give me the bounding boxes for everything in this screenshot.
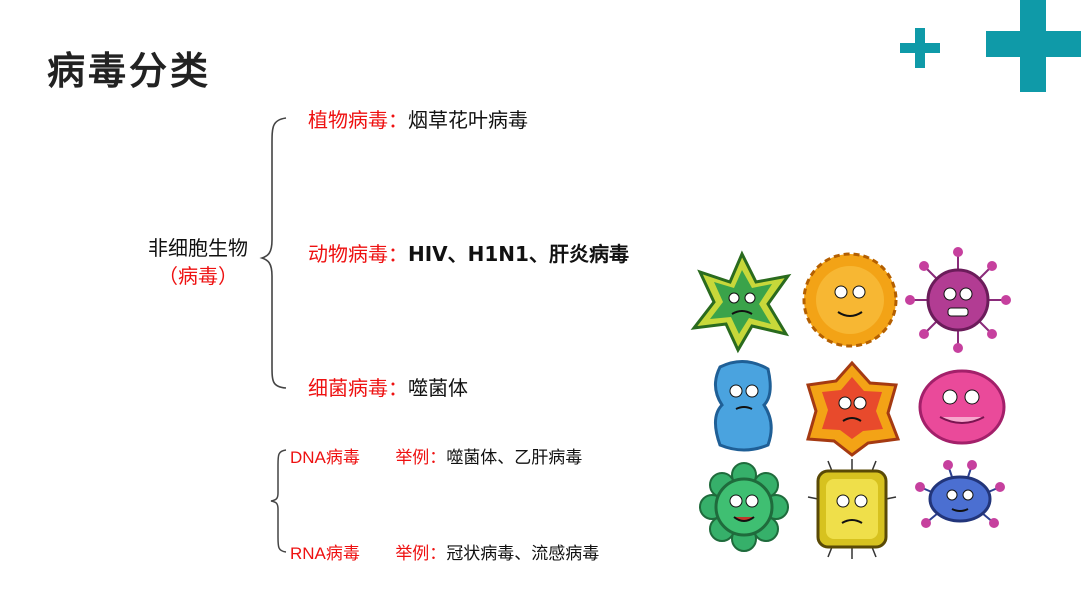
virus-illustrations	[690, 247, 1011, 559]
host-item-bacteria: 细菌病毒：噬菌体	[308, 372, 468, 401]
nucleic-item-rna: RNA病毒 举例：冠状病毒、流感病毒	[290, 539, 599, 564]
host-example: 噬菌体	[408, 376, 468, 400]
nucleic-example: 冠状病毒、流感病毒	[446, 544, 600, 564]
virus-yellow-square-icon	[807, 459, 897, 559]
nucleic-name: DNA病毒	[290, 448, 360, 467]
host-item-animal: 动物病毒：HIV、H1N1、肝炎病毒	[308, 238, 629, 267]
virus-blue-blob-icon	[714, 360, 773, 452]
virus-green-star-icon	[690, 250, 792, 354]
host-brace	[259, 117, 287, 389]
virus-blue-small-icon	[915, 460, 1005, 528]
virus-orange-sun-icon	[802, 252, 898, 348]
virus-green-flower-icon	[699, 462, 789, 552]
root-sublabel: （病毒）	[158, 264, 238, 288]
small-plus-icon	[900, 28, 940, 68]
host-example: HIV、H1N1、肝炎病毒	[408, 242, 629, 266]
virus-pink-round-icon	[918, 369, 1006, 445]
example-label: 举例：	[395, 448, 447, 468]
nucleic-brace	[270, 449, 287, 553]
large-plus-icon	[986, 0, 1081, 92]
nucleic-example: 噬菌体、乙肝病毒	[446, 448, 583, 468]
host-item-plant: 植物病毒：烟草花叶病毒	[308, 104, 528, 133]
root-label: 非细胞生物	[148, 236, 248, 260]
nucleic-name: RNA病毒	[290, 544, 360, 563]
nucleic-item-dna: DNA病毒 举例：噬菌体、乙肝病毒	[290, 443, 582, 468]
example-label: 举例：	[395, 544, 447, 564]
host-name: 动物病毒：	[308, 242, 408, 266]
host-name: 植物病毒：	[308, 108, 408, 132]
host-example: 烟草花叶病毒	[408, 108, 528, 132]
virus-red-star-icon	[806, 360, 901, 457]
virus-purple-spiky-icon	[905, 247, 1011, 353]
host-name: 细菌病毒：	[308, 376, 408, 400]
page-title: 病毒分类	[47, 49, 212, 93]
